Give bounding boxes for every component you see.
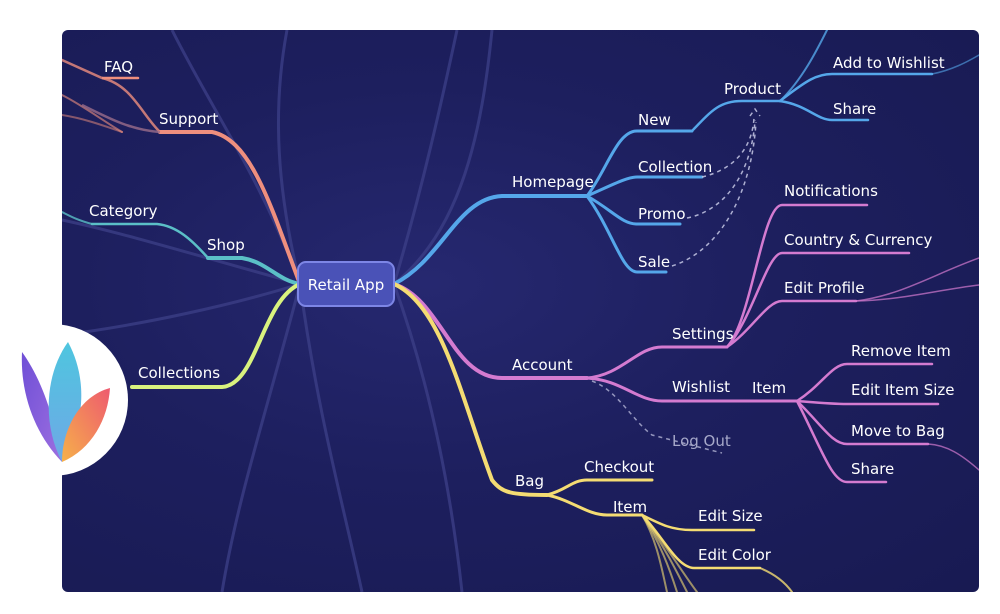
node-share-item[interactable]: Share [851,460,894,478]
node-faq[interactable]: FAQ [104,58,133,76]
node-move-to-bag[interactable]: Move to Bag [851,422,945,440]
support-branch [62,58,302,286]
node-log-out[interactable]: Log Out [672,432,731,450]
node-homepage[interactable]: Homepage [512,173,594,191]
node-edit-size[interactable]: Edit Size [698,507,763,525]
mind-map-canvas[interactable]: Retail App FAQ Support Category Shop Col… [62,30,979,592]
node-share-product[interactable]: Share [833,100,876,118]
node-country-currency[interactable]: Country & Currency [784,231,933,249]
node-new[interactable]: New [638,111,671,129]
node-product[interactable]: Product [724,80,781,98]
homepage-branch [392,30,979,286]
node-bag-item[interactable]: Item [613,498,647,516]
node-edit-profile[interactable]: Edit Profile [784,279,864,297]
lotus-logo-icon [0,324,128,476]
background-curves [62,30,494,592]
node-shop[interactable]: Shop [207,236,245,254]
mind-map: Retail App FAQ Support Category Shop Col… [62,30,979,592]
node-account[interactable]: Account [512,356,573,374]
collections-branch [130,282,302,389]
node-edit-item-size[interactable]: Edit Item Size [851,381,955,399]
app-logo [0,314,128,486]
account-branch [392,203,979,484]
node-collection[interactable]: Collection [638,158,712,176]
node-collections[interactable]: Collections [138,364,220,382]
node-wishlist[interactable]: Wishlist [672,378,730,396]
support-branch-extra [81,103,161,134]
node-category[interactable]: Category [89,202,158,220]
node-add-to-wishlist[interactable]: Add to Wishlist [833,54,945,72]
node-checkout[interactable]: Checkout [584,458,654,476]
node-labels: FAQ Support Category Shop Collections Ho… [89,54,955,564]
root-node[interactable]: Retail App [297,261,395,307]
node-promo[interactable]: Promo [638,205,686,223]
logout-dashed-link [591,380,723,454]
shop-branch [62,211,302,286]
node-remove-item[interactable]: Remove Item [851,342,951,360]
root-node-label: Retail App [308,276,384,294]
node-settings[interactable]: Settings [672,325,734,343]
bag-branch [392,282,793,592]
node-notifications[interactable]: Notifications [784,182,878,200]
node-support[interactable]: Support [159,110,218,128]
node-edit-color[interactable]: Edit Color [698,546,772,564]
node-wishlist-item[interactable]: Item [752,379,786,397]
node-sale[interactable]: Sale [638,253,670,271]
node-bag[interactable]: Bag [515,472,544,490]
homepage-dashed-links [671,107,761,267]
